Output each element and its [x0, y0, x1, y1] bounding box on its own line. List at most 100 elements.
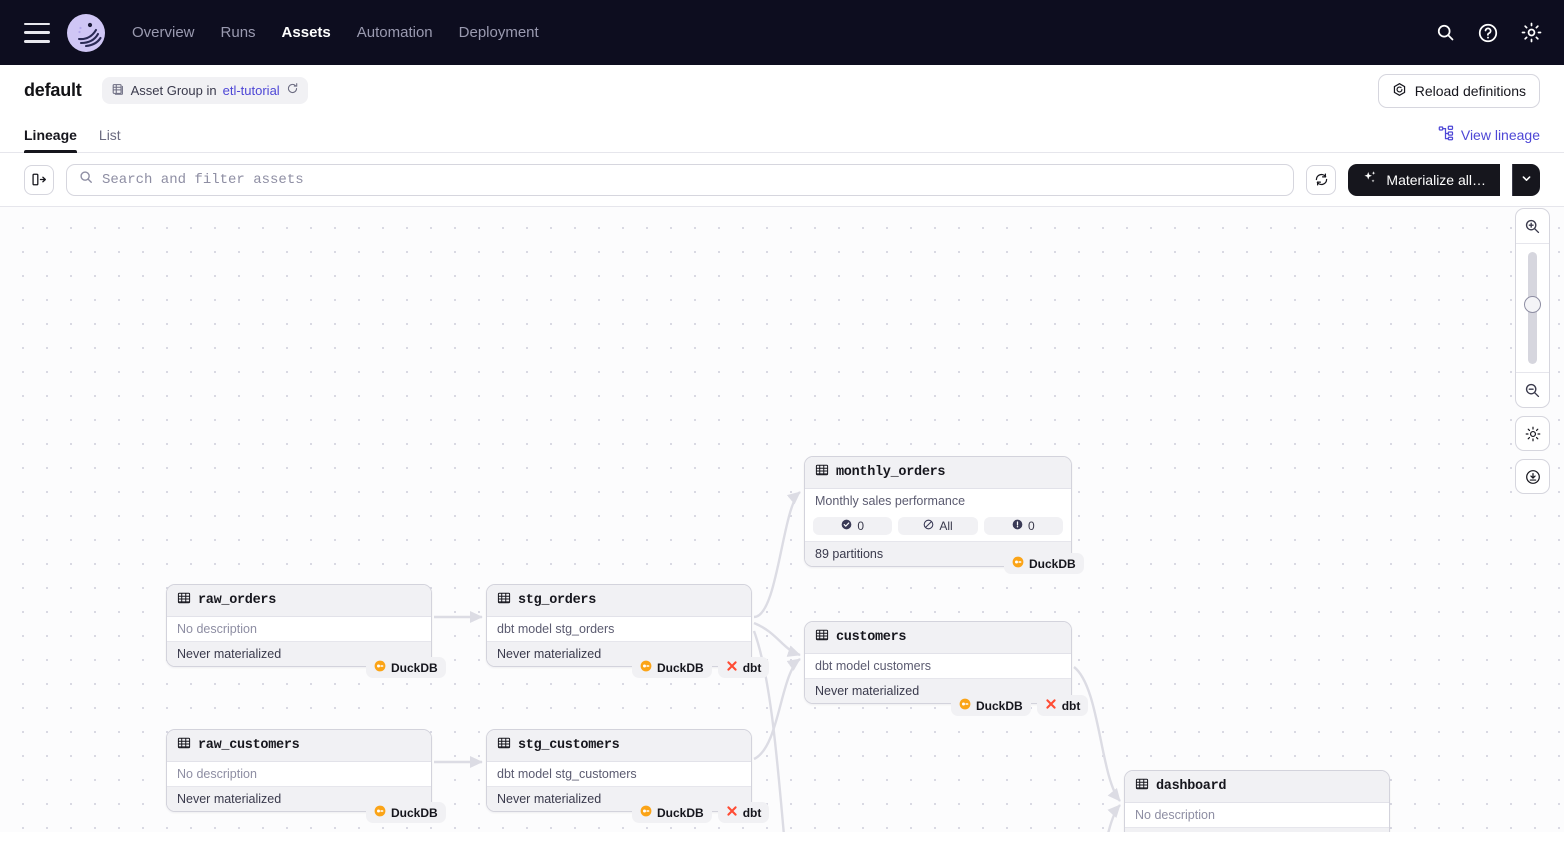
dbt-icon: [726, 805, 738, 820]
asset-group-breadcrumb[interactable]: Asset Group in etl-tutorial: [101, 76, 308, 104]
asset-node-raw_customers[interactable]: raw_customers No description Never mater…: [166, 729, 432, 812]
nav-right-actions: [1430, 0, 1546, 65]
view-lineage-link[interactable]: View lineage: [1438, 125, 1540, 144]
asset-node-monthly_orders[interactable]: monthly_orders Monthly sales performance…: [804, 456, 1072, 567]
tabs-row: Lineage List View lineage: [0, 115, 1564, 153]
panel-expand-icon[interactable]: [24, 164, 54, 195]
tag-label: DuckDB: [1029, 556, 1076, 571]
asset-node-description: No description: [167, 617, 431, 641]
refresh-assets-button[interactable]: [1306, 164, 1337, 195]
duckdb-icon: [640, 660, 652, 675]
tab-lineage[interactable]: Lineage: [24, 127, 77, 153]
asset-node-status: Never materialized: [1125, 827, 1389, 832]
asset-node-header: customers: [805, 622, 1071, 654]
no-entry-icon: [923, 519, 934, 533]
breadcrumb-link-etl-tutorial[interactable]: etl-tutorial: [222, 82, 280, 98]
lineage-icon: [1438, 125, 1454, 144]
partition-chip-missing[interactable]: All: [898, 517, 978, 535]
tag-dbt[interactable]: dbt: [717, 802, 770, 823]
tag-label: DuckDB: [657, 660, 704, 675]
partition-chip-materialized[interactable]: 0: [813, 517, 893, 535]
tag-duckdb[interactable]: DuckDB: [632, 657, 712, 678]
asset-node-raw_orders[interactable]: raw_orders No description Never material…: [166, 584, 432, 667]
search-input[interactable]: [102, 171, 1282, 188]
tab-list[interactable]: List: [98, 127, 121, 143]
partition-chip-label: 0: [1027, 519, 1035, 533]
fit-to-screen-icon[interactable]: [1515, 459, 1550, 494]
asset-node-title: stg_customers: [518, 738, 620, 753]
asset-node-title: stg_orders: [518, 593, 597, 608]
nav-link-deployment[interactable]: Deployment: [458, 24, 539, 41]
dagster-logo[interactable]: [66, 13, 106, 53]
table-icon: [815, 463, 829, 482]
zoom-slider[interactable]: [1516, 243, 1549, 373]
asset-node-title: customers: [836, 630, 907, 645]
table-icon: [1135, 777, 1149, 796]
duckdb-icon: [959, 698, 971, 713]
tag-dbt[interactable]: dbt: [1036, 695, 1089, 716]
zoom-slider-thumb[interactable]: [1524, 296, 1541, 313]
asset-node-stg_customers[interactable]: stg_customers dbt model stg_customers Ne…: [486, 729, 752, 812]
tag-dbt[interactable]: dbt: [717, 657, 770, 678]
tag-duckdb[interactable]: DuckDB: [951, 695, 1031, 716]
duckdb-icon: [374, 660, 386, 675]
asset-node-description: No description: [167, 762, 431, 786]
table-icon: [497, 591, 511, 610]
search-filter-box[interactable]: [66, 163, 1295, 196]
hamburger-menu-icon[interactable]: [24, 22, 50, 43]
asset-node-header: monthly_orders: [805, 457, 1071, 489]
reload-definitions-button[interactable]: Reload definitions: [1377, 74, 1540, 108]
duckdb-icon: [640, 805, 652, 820]
partition-status-row: 0 All 0: [805, 513, 1071, 541]
edge-stg_orders-customers: [753, 621, 801, 657]
asset-tags-customers: DuckDB dbt: [951, 695, 1089, 716]
tag-duckdb[interactable]: DuckDB: [632, 802, 712, 823]
chevron-down-icon: [1521, 172, 1532, 187]
tag-duckdb[interactable]: DuckDB: [1004, 553, 1084, 574]
asset-node-description: dbt model stg_orders: [487, 617, 751, 641]
assets-toolbar: Materialize all…: [0, 153, 1564, 207]
dbt-icon: [726, 660, 738, 675]
table-icon: [177, 591, 191, 610]
asset-node-stg_orders[interactable]: stg_orders dbt model stg_orders Never ma…: [486, 584, 752, 667]
nav-link-runs[interactable]: Runs: [220, 24, 256, 41]
asset-node-customers[interactable]: customers dbt model customers Never mate…: [804, 621, 1072, 704]
tag-label: DuckDB: [391, 660, 438, 675]
tag-label: DuckDB: [657, 805, 704, 820]
lineage-graph-canvas[interactable]: monthly_orders Monthly sales performance…: [0, 207, 1564, 832]
tag-duckdb[interactable]: DuckDB: [366, 657, 446, 678]
nav-link-overview[interactable]: Overview: [132, 24, 195, 41]
gear-icon[interactable]: [1516, 18, 1546, 48]
tag-duckdb[interactable]: DuckDB: [366, 802, 446, 823]
asset-node-header: raw_orders: [167, 585, 431, 617]
tag-label: dbt: [1061, 698, 1081, 713]
exclamation-circle-icon: [1012, 519, 1023, 533]
tag-label: dbt: [742, 805, 762, 820]
table-icon: [177, 736, 191, 755]
zoom-out-icon[interactable]: [1516, 373, 1549, 407]
materialize-options-button[interactable]: [1512, 163, 1540, 196]
nav-link-automation[interactable]: Automation: [356, 24, 433, 41]
table-icon: [815, 628, 829, 647]
search-icon[interactable]: [1430, 18, 1460, 48]
materialize-all-button[interactable]: Materialize all…: [1348, 163, 1500, 196]
asset-tags-stg_customers: DuckDB dbt: [632, 802, 770, 823]
partition-chip-failed[interactable]: 0: [983, 517, 1063, 535]
asset-node-dashboard[interactable]: dashboard No description Never materiali…: [1124, 770, 1390, 832]
help-icon[interactable]: [1473, 18, 1503, 48]
refresh-icon[interactable]: [286, 82, 299, 98]
asset-node-title: raw_customers: [198, 738, 300, 753]
view-lineage-label: View lineage: [1460, 126, 1540, 143]
materialize-all-label: Materialize all…: [1386, 171, 1486, 188]
table-icon: [497, 736, 511, 755]
asset-node-description: No description: [1125, 803, 1389, 827]
asset-node-status: Never materialized: [487, 786, 751, 811]
breadcrumb-prefix: Asset Group in: [130, 82, 217, 98]
asset-node-header: stg_customers: [487, 730, 751, 762]
graph-settings-gear-icon[interactable]: [1515, 416, 1550, 451]
search-icon: [79, 170, 93, 189]
nav-link-assets[interactable]: Assets: [281, 24, 331, 41]
zoom-in-icon[interactable]: [1516, 209, 1549, 243]
asset-node-header: raw_customers: [167, 730, 431, 762]
check-circle-icon: [841, 519, 852, 533]
